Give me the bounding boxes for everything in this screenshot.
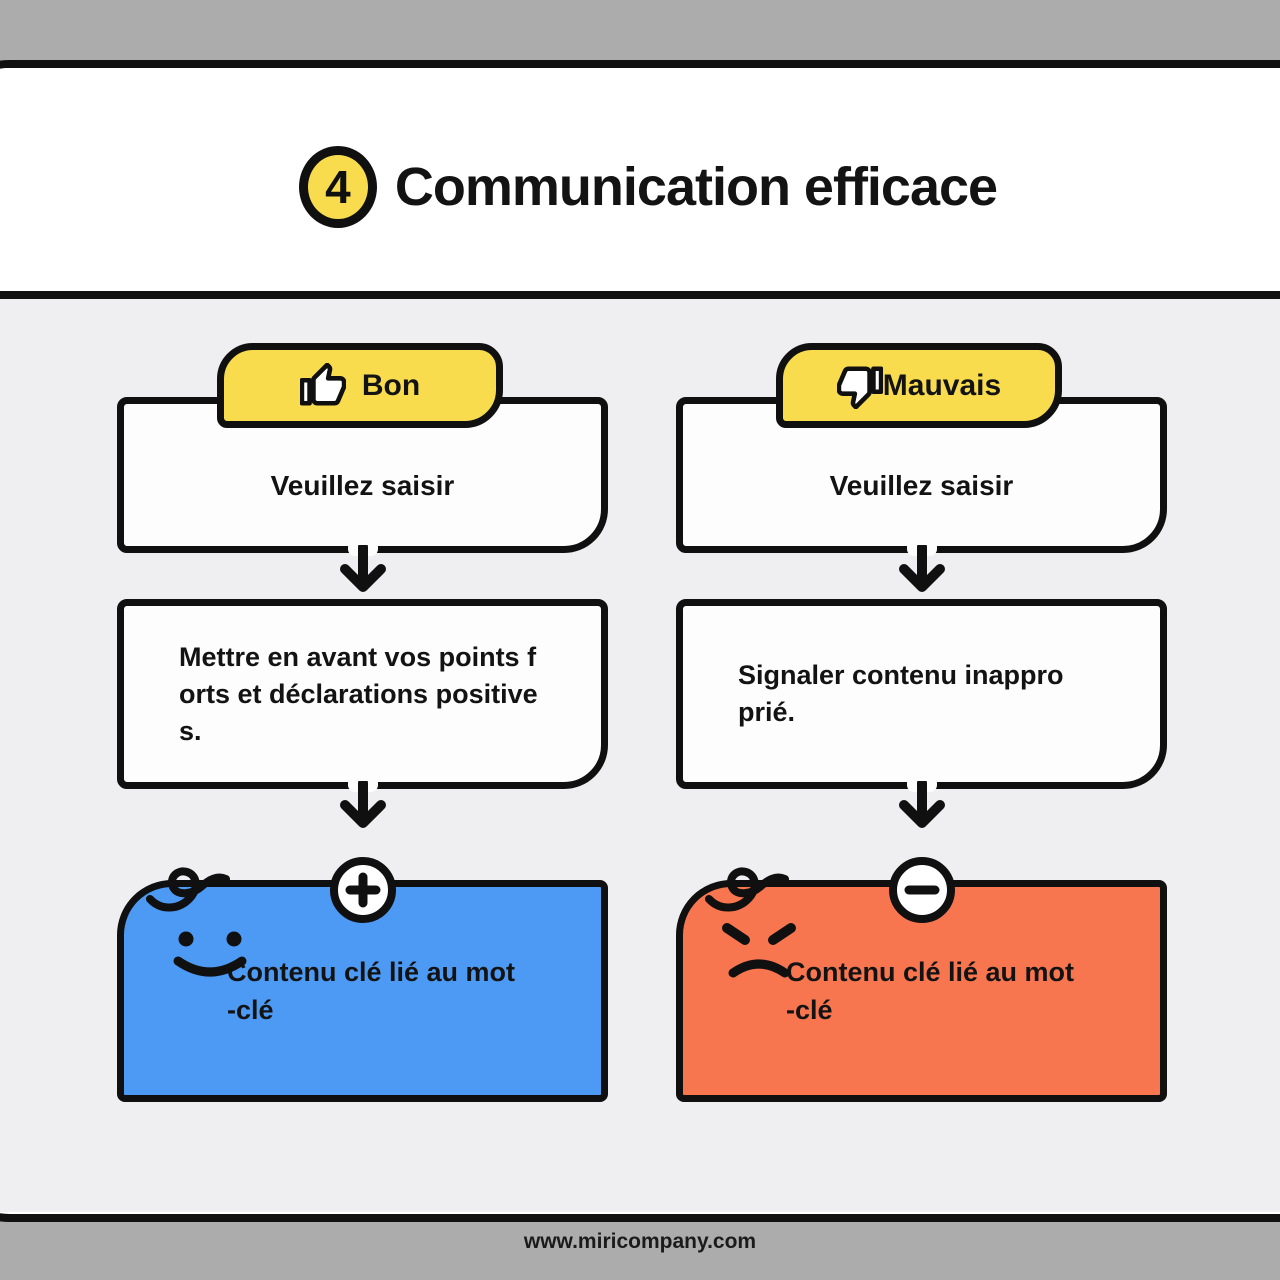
result-line: Contenu clé lié au mot: [786, 957, 1075, 987]
happy-face-icon: [173, 931, 247, 977]
column-bon: Bon Veuillez saisir Mettre en avant vos …: [117, 343, 608, 1102]
input-box-text: Veuillez saisir: [829, 470, 1014, 501]
curl-icon: [705, 867, 789, 912]
minus-icon: [888, 857, 955, 923]
thumbs-up-icon: [299, 362, 346, 406]
thumbs-down-icon: [836, 365, 883, 409]
badge-label: Bon: [361, 368, 421, 402]
result-text: Contenu clé lié au mot -clé: [227, 953, 577, 1029]
action-box-bon: Mettre en avant vos points f orts et déc…: [117, 599, 608, 792]
plus-icon: [329, 857, 396, 923]
action-line: Mettre en avant vos points f: [179, 641, 537, 672]
badge-bon: Bon: [217, 343, 503, 428]
action-line: Signaler contenu inappro: [738, 660, 1064, 690]
page-title: Communication efficace: [394, 156, 998, 217]
column-mauvais: Mauvais Veuillez saisir Signaler contenu…: [676, 343, 1167, 1102]
result-line: -clé: [786, 995, 833, 1025]
action-box-mauvais: Signaler contenu inappro prié.: [676, 599, 1167, 792]
action-line: prié.: [738, 697, 796, 727]
angry-face-icon: [722, 923, 796, 978]
title-row: 4 Communication efficace: [298, 145, 998, 228]
result-box-bon: Contenu clé lié au mot -clé: [117, 857, 608, 1102]
footer-url: www.miricompany.com: [523, 1230, 757, 1253]
curl-icon: [146, 867, 230, 912]
result-line: -clé: [227, 995, 274, 1025]
step-number-badge: 4: [298, 145, 377, 228]
arrow-down-icon: [339, 545, 386, 592]
action-line: orts et déclarations positive: [179, 678, 538, 709]
result-line: Contenu clé lié au mot: [227, 957, 516, 987]
badge-mauvais: Mauvais: [776, 343, 1062, 428]
arrow-down-icon: [898, 545, 945, 592]
result-box-mauvais: Contenu clé lié au mot -clé: [676, 857, 1167, 1102]
result-text: Contenu clé lié au mot -clé: [786, 953, 1136, 1029]
badge-label: Mauvais: [882, 368, 1002, 402]
card-header: 4 Communication efficace: [0, 68, 1280, 299]
arrow-down-icon: [898, 781, 945, 828]
arrow-down-icon: [339, 781, 386, 828]
action-line: s.: [179, 715, 202, 746]
comparison-columns: Bon Veuillez saisir Mettre en avant vos …: [117, 343, 1167, 1102]
input-box-text: Veuillez saisir: [270, 470, 455, 501]
